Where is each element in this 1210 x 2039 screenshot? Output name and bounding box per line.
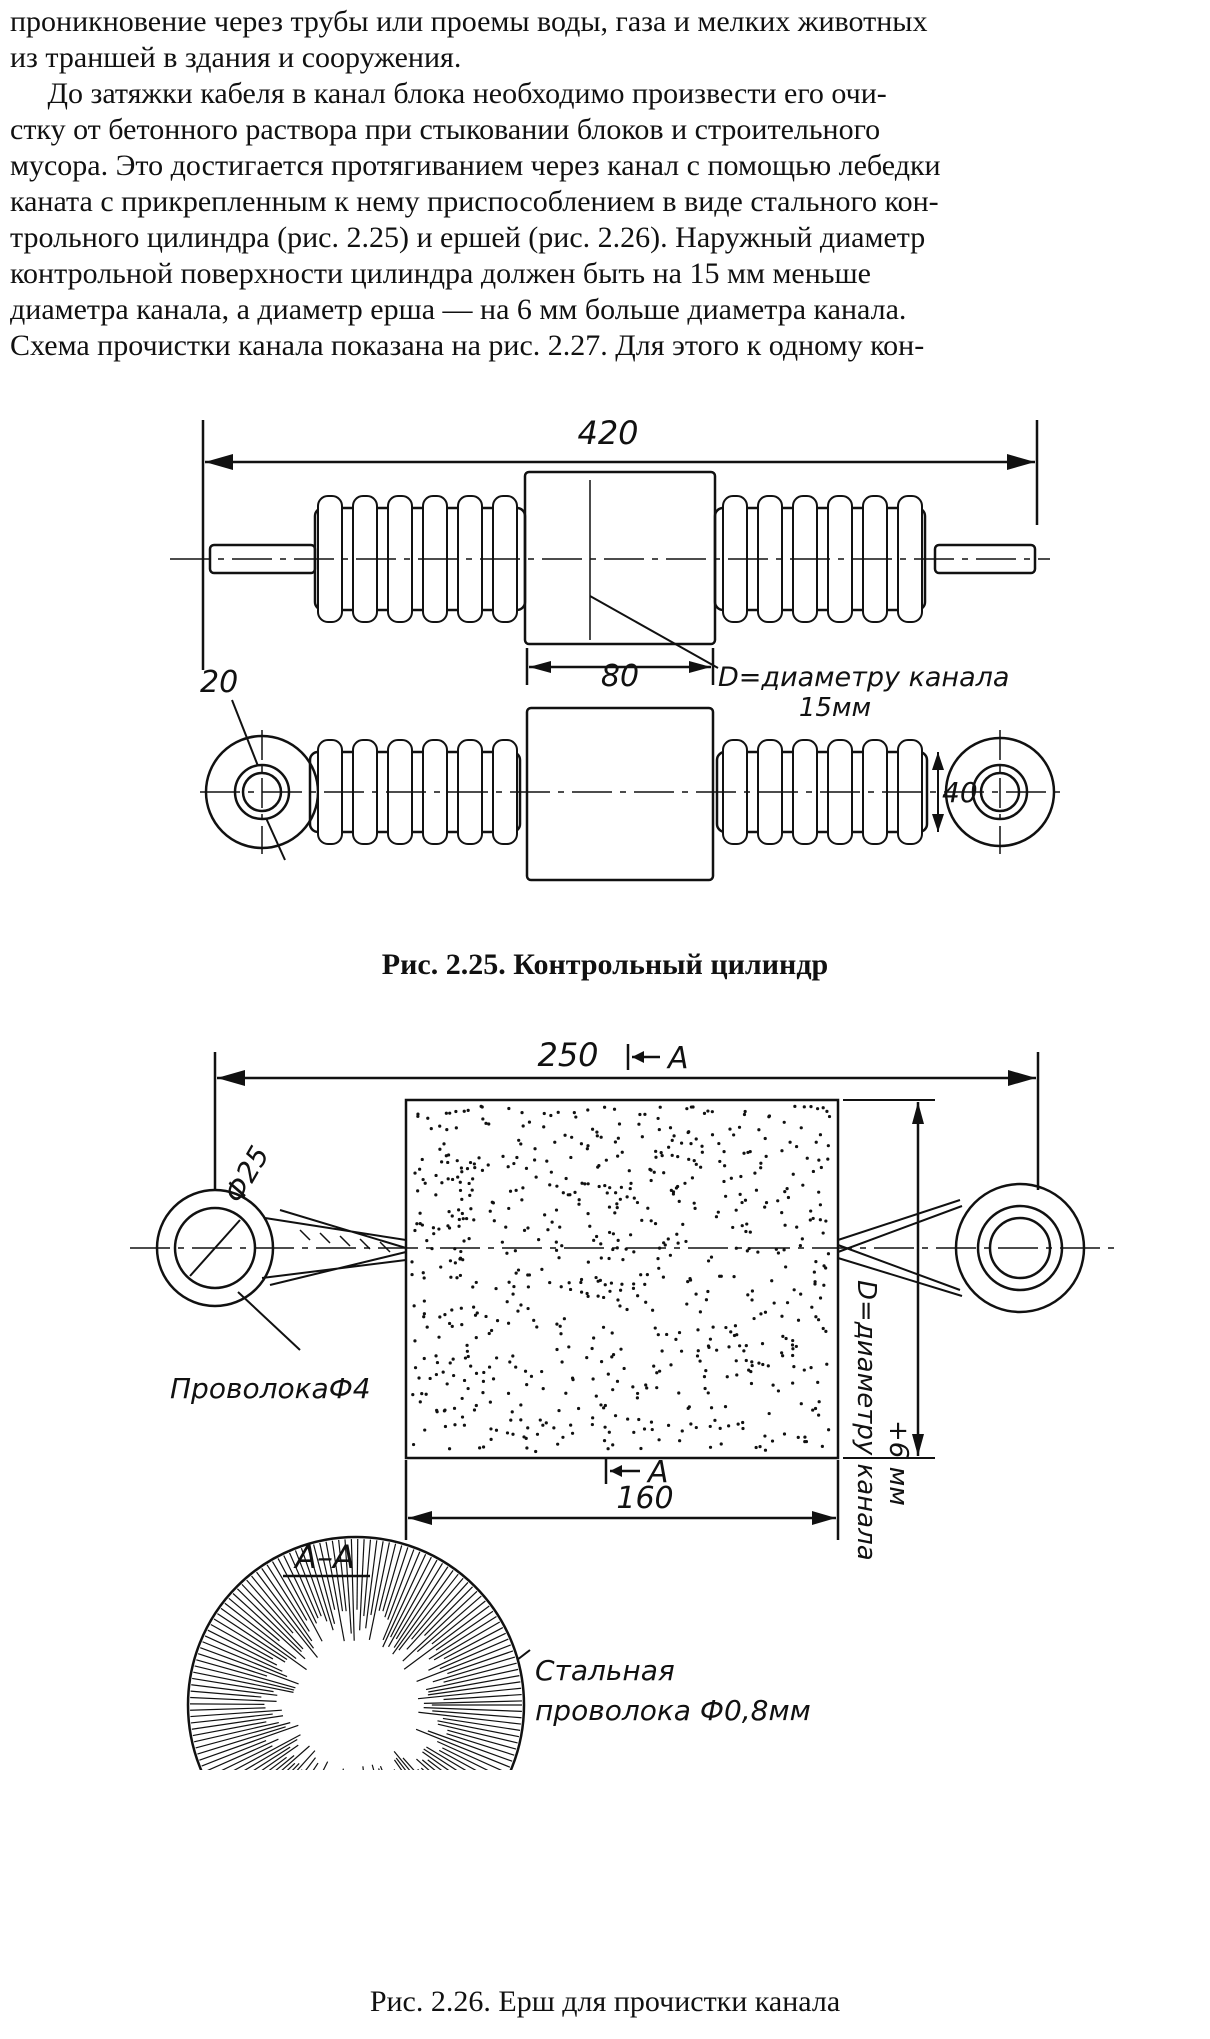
brush-bristles	[410, 1104, 832, 1454]
diameter-note: D=диаметру канала	[718, 662, 1009, 693]
steel-wire-label: Стальная	[535, 1654, 675, 1687]
figure-caption-2-26: Рис. 2.26. Ерш для прочистки канала	[369, 1985, 841, 2018]
text-line: контрольной поверхности цилиндра должен …	[10, 257, 871, 290]
text-line: трольного цилиндра (рис. 2.25) и ершей (…	[10, 221, 926, 254]
dim-eye-label: 20	[200, 665, 238, 700]
dim-diameter-offset: +6 мм	[883, 1420, 913, 1506]
cylinder-side-view	[200, 706, 1060, 882]
left-ring	[155, 1188, 407, 1308]
diameter-note-offset: 15мм	[799, 693, 871, 723]
dim-height-label: 40	[942, 776, 978, 809]
text-line: стку от бетонного раствора при стыковани…	[10, 113, 881, 146]
cylinder-top-view	[170, 470, 1050, 669]
section-mark-top: A	[666, 1041, 689, 1076]
dim-length-label: 420	[577, 414, 638, 452]
brush-body	[404, 1098, 840, 1460]
body-paragraph: проникновение через трубы или проемы вод…	[10, 4, 1208, 364]
wire-label: ПроволокаФ4	[170, 1372, 371, 1405]
dim-body-label: 80	[601, 659, 639, 694]
dim-length-label: 250	[537, 1036, 598, 1074]
text-line: диаметра канала, а диаметр ерша — на 6 м…	[10, 293, 907, 326]
dim-brush-label: 160	[616, 1481, 673, 1516]
arrowhead	[1007, 454, 1035, 470]
text-line: проникновение через трубы или проемы вод…	[10, 5, 928, 38]
dim-diameter-label: D=диаметру канала	[851, 1280, 881, 1561]
control-cylinder-drawing: 420 80 D=диаметру канала 15мм	[170, 414, 1060, 882]
steel-wire-spec: проволока Ф0,8мм	[535, 1694, 811, 1727]
arrowhead	[205, 454, 233, 470]
right-ring	[837, 1182, 1086, 1314]
text-line: мусора. Это достигается протягиванием че…	[10, 149, 941, 182]
section-mark-bottom: A	[646, 1455, 669, 1490]
bristle-spokes	[189, 1539, 522, 1770]
text-line: До затяжки кабеля в канал блока необходи…	[10, 77, 887, 110]
figure-caption-2-25: Рис. 2.25. Контрольный цилиндр	[381, 948, 829, 981]
text-line: из траншей в здания и сооружения.	[10, 41, 462, 74]
text-line: каната с прикрепленным к нему приспособл…	[10, 185, 939, 218]
ring-diameter-label: Ф25	[217, 1140, 275, 1208]
text-line: Схема прочистки канала показана на рис. …	[10, 329, 925, 362]
brush-cross-section	[186, 1535, 526, 1770]
brush-drawing: 250 A Ф25 ПроволокаФ4 D=диаметру канала …	[130, 1036, 1120, 1770]
